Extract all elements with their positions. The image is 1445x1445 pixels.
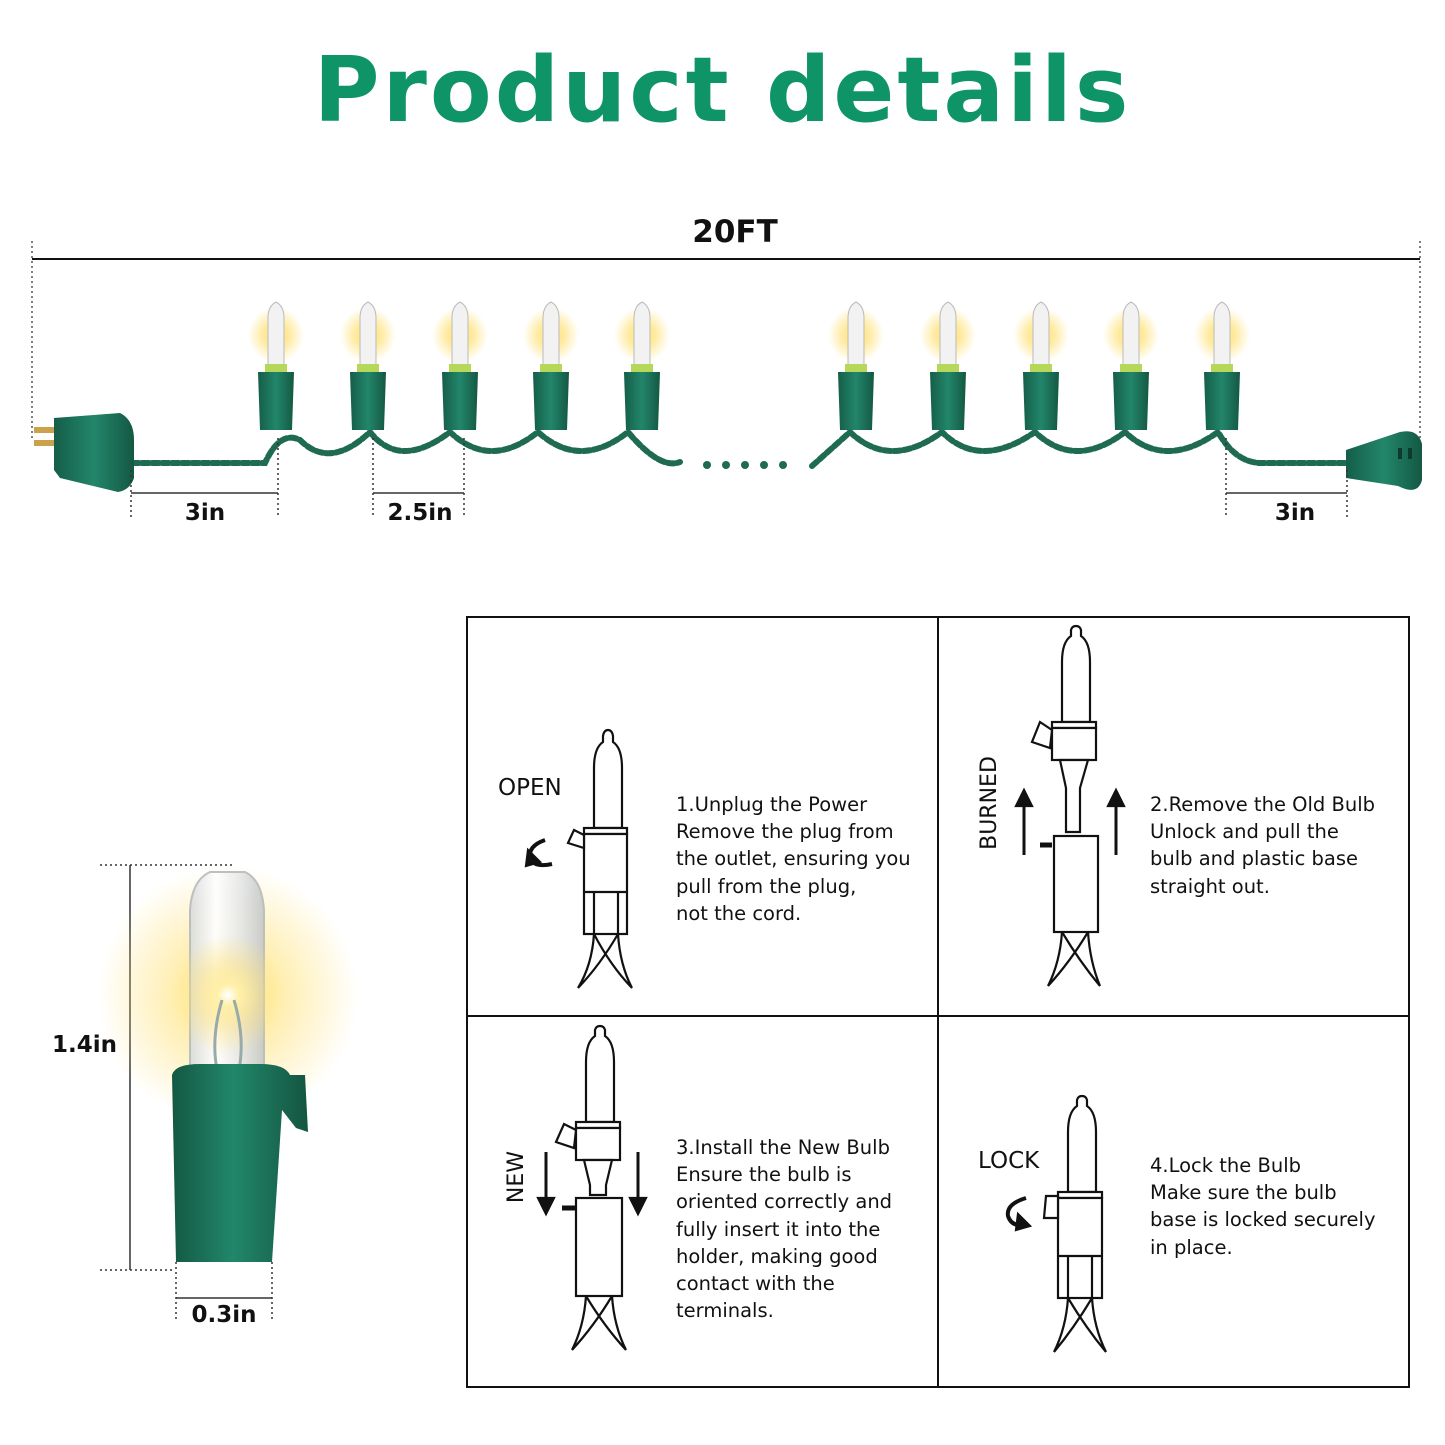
step-2-text: 2.Remove the Old Bulb Unlock and pull th… xyxy=(1150,791,1375,900)
length-dimension-line xyxy=(31,241,1421,440)
male-plug-icon xyxy=(34,413,134,492)
spacing-dimension xyxy=(372,438,465,518)
bulb-icon xyxy=(828,301,884,430)
step-3-tag: NEW xyxy=(504,1150,529,1204)
page-title: Product details xyxy=(313,38,1132,143)
step-3-line: terminals. xyxy=(676,1299,774,1323)
step-4-line: Make sure the bulb xyxy=(1150,1181,1337,1205)
bulb-icon xyxy=(1013,301,1069,430)
lead-right-label: 3in xyxy=(1274,500,1316,526)
step-2-diagram xyxy=(1014,624,1126,987)
wire xyxy=(129,427,1351,469)
step-3-line: fully insert it into the xyxy=(676,1217,881,1241)
bulb-height-label: 1.4in xyxy=(52,1032,118,1058)
lead-dimension-right xyxy=(1225,438,1348,518)
bulb-icon xyxy=(340,301,396,430)
grid-divider-vertical xyxy=(937,616,939,1388)
step-4-text: 4.Lock the Bulb Make sure the bulb base … xyxy=(1150,1152,1375,1261)
step-4-diagram xyxy=(1005,1094,1107,1353)
step-1-tag: OPEN xyxy=(498,775,562,801)
bulb-icon xyxy=(248,301,304,430)
step-3-title: 3.Install the New Bulb xyxy=(676,1136,890,1159)
spacing-label: 2.5in xyxy=(387,500,453,526)
female-plug-icon xyxy=(1346,431,1422,490)
step-3-line: holder, making good xyxy=(676,1244,878,1268)
step-3-line: Ensure the bulb is xyxy=(676,1163,852,1187)
width-dimension xyxy=(175,1262,273,1322)
step-2-line: Unlock and pull the xyxy=(1150,820,1339,844)
lead-left-label: 3in xyxy=(184,500,226,526)
step-1-text: 1.Unplug the Power Remove the plug from … xyxy=(676,791,911,927)
bulb-icon xyxy=(432,301,488,430)
step-2-title: 2.Remove the Old Bulb xyxy=(1150,793,1376,816)
step-4-tag: LOCK xyxy=(978,1148,1040,1174)
bulb-icon xyxy=(1194,301,1250,430)
step-1-line: the outlet, ensuring you xyxy=(676,847,911,871)
step-4-line: base is locked securely xyxy=(1150,1208,1376,1232)
step-3-diagram xyxy=(536,1024,648,1351)
step-1-line: not the cord. xyxy=(676,901,802,925)
step-1-title: 1.Unplug the Power xyxy=(676,793,868,816)
bulb-icon xyxy=(1103,301,1159,430)
step-2-line: bulb and plastic base xyxy=(1150,847,1358,871)
ellipsis-dots xyxy=(703,461,787,469)
step-3-text: 3.Install the New Bulb Ensure the bulb i… xyxy=(676,1134,892,1324)
step-4-line: in place. xyxy=(1150,1235,1233,1259)
total-length-label: 20FT xyxy=(692,214,778,250)
step-3-line: oriented correctly and xyxy=(676,1190,893,1214)
bulb-icon xyxy=(523,301,579,430)
bulb-icon xyxy=(920,301,976,430)
step-1-line: Remove the plug from xyxy=(676,820,894,844)
step-1-line: pull from the plug, xyxy=(676,874,857,898)
step-1-diagram xyxy=(524,728,633,989)
step-3-line: contact with the xyxy=(676,1272,835,1296)
lead-dimension-left xyxy=(130,438,279,518)
grid-divider-horizontal xyxy=(466,1015,1410,1017)
step-2-tag: BURNED xyxy=(977,756,1002,850)
bulb-icon xyxy=(614,301,670,430)
step-4-title: 4.Lock the Bulb xyxy=(1150,1154,1302,1177)
step-2-line: straight out. xyxy=(1150,874,1270,898)
light-string-illustration xyxy=(31,241,1422,518)
bulb-width-label: 0.3in xyxy=(191,1302,257,1328)
